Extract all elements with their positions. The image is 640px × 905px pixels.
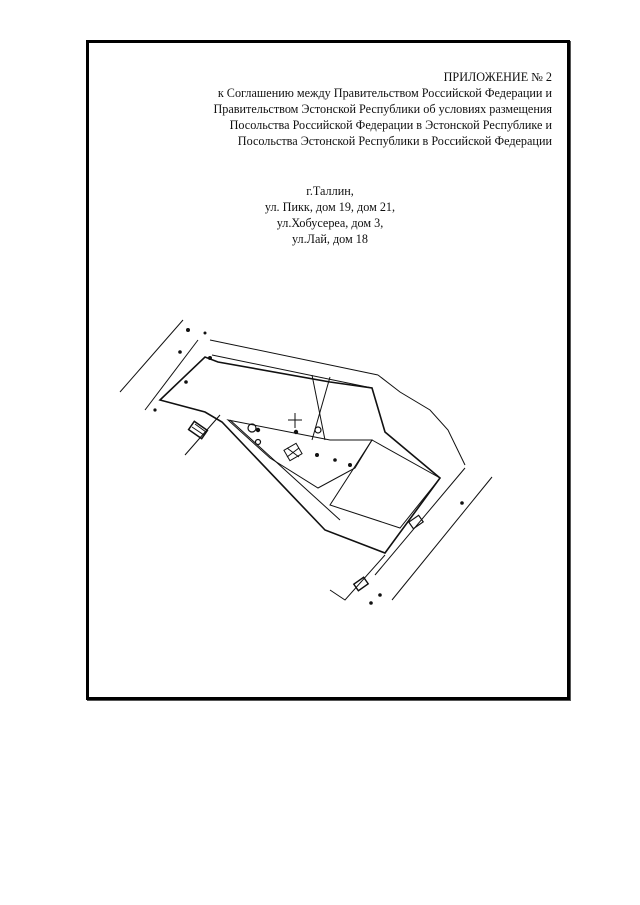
- crosshair-plus-icon: [288, 413, 302, 428]
- door-box: [407, 514, 425, 530]
- tree-points: [153, 328, 464, 605]
- street-edge-southeast-outer: [391, 476, 493, 601]
- page-frame: [86, 40, 570, 700]
- appendix-title: ПРИЛОЖЕНИЕ № 2: [443, 70, 552, 84]
- address-street-1: ул. Пикк, дом 19, дом 21,: [264, 200, 396, 214]
- street-edge-north-inner: [211, 354, 373, 389]
- street-edge-west-outer: [119, 319, 184, 393]
- building-inner-wing: [226, 419, 373, 489]
- street-edge-west-lower: [184, 414, 221, 456]
- address-block: г.Таллин, ул. Пикк, дом 19, дом 21, ул.Х…: [180, 183, 480, 247]
- gate-box: [352, 576, 370, 592]
- address-street-2: ул.Хобусеpea, дом 3,: [276, 216, 384, 230]
- building-east: [329, 439, 441, 529]
- street-edge-southeast-inner: [374, 467, 466, 576]
- courtyard-diagonal: [229, 419, 341, 521]
- small-circles: [247, 423, 322, 446]
- crossing-bar-1: [311, 374, 326, 441]
- plot-boundary: [158, 356, 442, 554]
- staircase-block: [187, 420, 209, 440]
- stair-hatch: [191, 423, 207, 436]
- header-line-1: к Соглашению между Правительством Россий…: [217, 86, 552, 100]
- street-edge-north-right: [377, 374, 466, 466]
- header-line-2: Правительством Эстонской Республики об у…: [213, 102, 552, 116]
- header-line-3: Посольства Российской Федерации в Эстонс…: [229, 118, 552, 132]
- appendix-header: ПРИЛОЖЕНИЕ № 2 к Соглашению между Правит…: [132, 69, 552, 149]
- street-edge-north-outer: [209, 339, 379, 376]
- kiosk-cross: [286, 447, 300, 458]
- street-edge-west-inner: [144, 339, 199, 411]
- address-city: г.Таллин,: [306, 184, 354, 198]
- street-edge-south: [329, 554, 386, 601]
- header-line-4: Посольства Эстонской Республики в Россий…: [237, 134, 552, 148]
- address-street-3: ул.Лай, дом 18: [292, 232, 368, 246]
